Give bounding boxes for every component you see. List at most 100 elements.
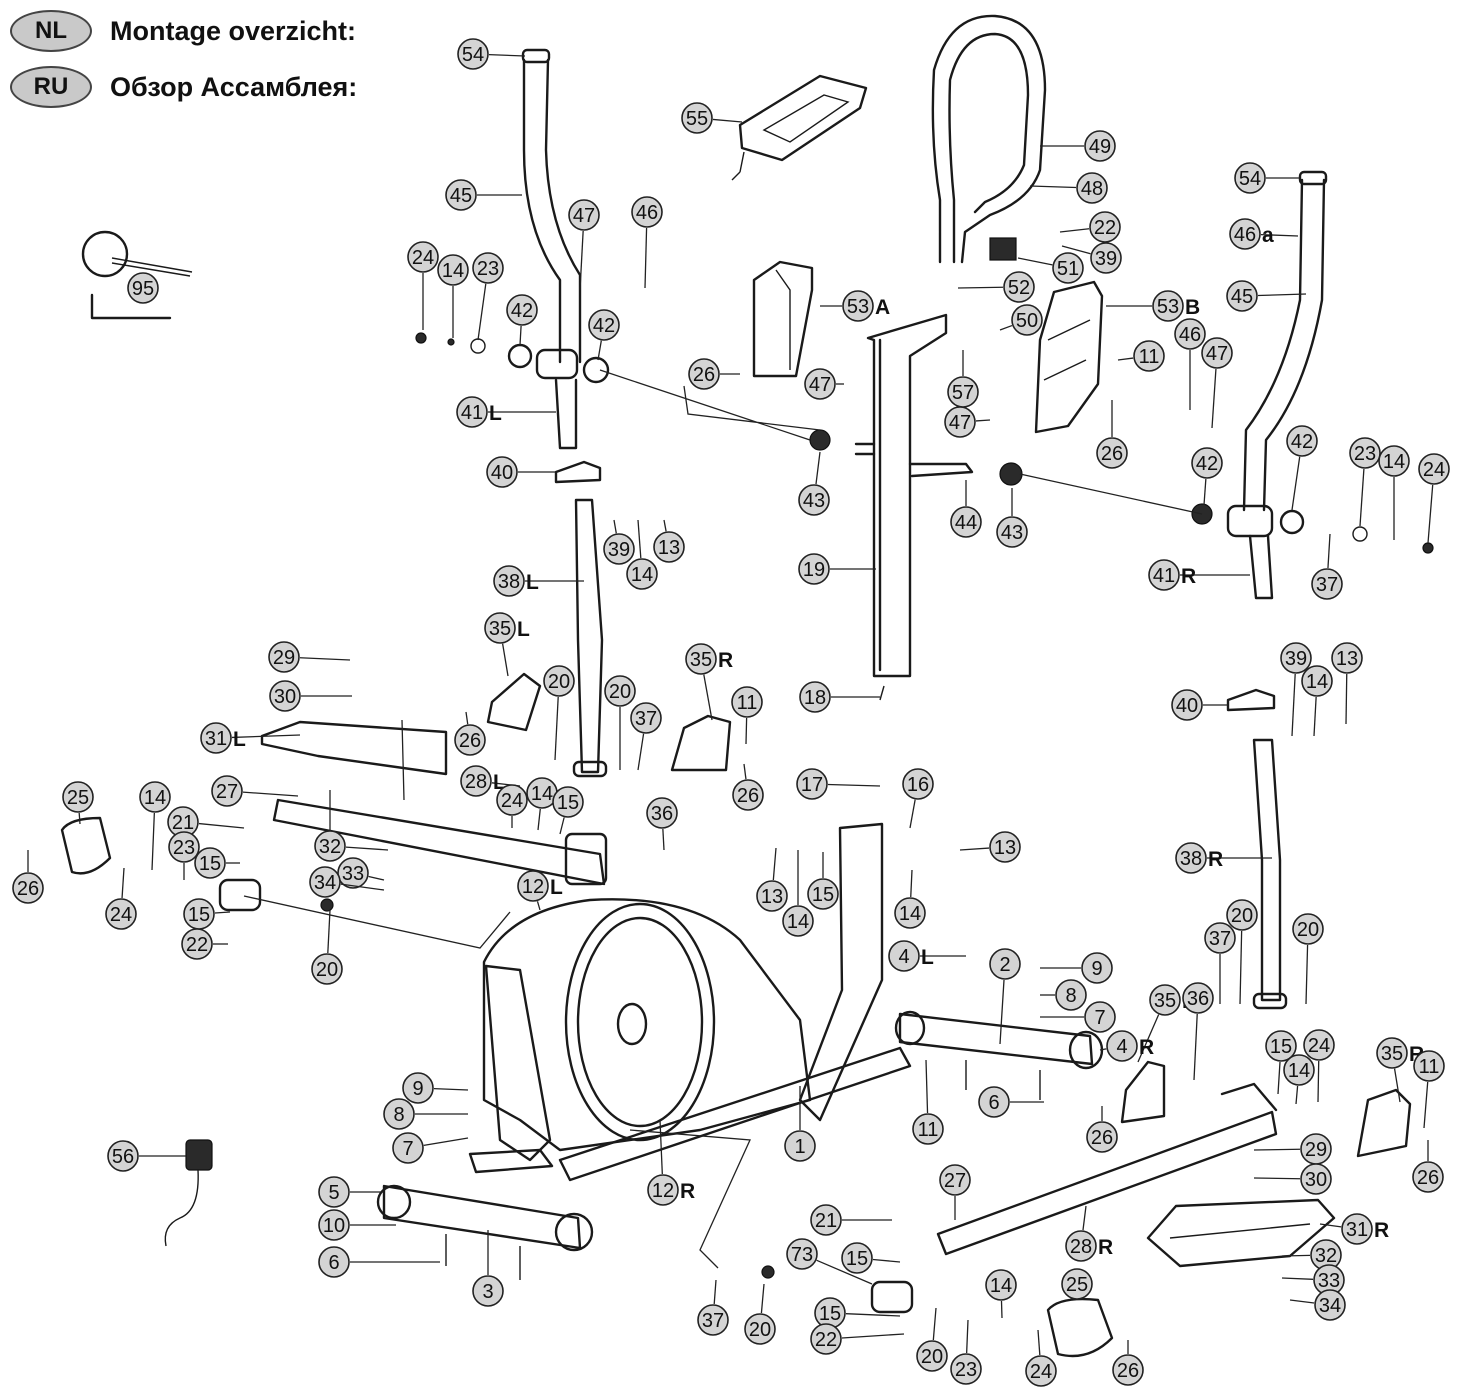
leader-line [1253,1177,1301,1180]
part-number: 23 [477,258,499,280]
leader-line [559,817,565,835]
part-label-8: 8 [1040,979,1087,1011]
leader-line [423,1137,469,1147]
part-number-circle [1292,913,1324,945]
leader-line [1281,1254,1311,1257]
leader-line [1289,1299,1315,1304]
rollers-drawing [60,816,1114,1358]
part-number-circle [912,1113,944,1145]
part-number-circle [456,396,488,428]
leader-line [1239,930,1243,1005]
part-number-circle [105,898,137,930]
part-number-circle [1052,252,1084,284]
part-number: 15 [557,792,579,814]
part-label-15: 15 [552,786,584,835]
part-label-43: 43 [996,488,1028,548]
part-number: 14 [899,903,921,925]
part-number: 13 [1336,648,1358,670]
part-number-circle [786,1238,818,1270]
part-number-circle [1201,337,1233,369]
part-number: 41 [461,402,483,424]
leader-line [910,869,913,898]
left-handlebar-drawing [415,48,610,450]
part-number-circle [1280,642,1312,674]
part-number: 4 [1116,1036,1127,1058]
part-label-11: 11 [1117,340,1165,372]
part-label-26: 26 [1112,1340,1144,1386]
part-label-39: 39 [1061,242,1122,274]
part-number-circle [445,179,477,211]
part-number-circle [200,722,232,754]
leader-line [772,847,777,881]
leader-line [644,227,648,289]
part-number-circle [1265,1030,1297,1062]
part-number: 24 [501,790,523,812]
part-number-circle [1376,1037,1408,1069]
part-label-20: 20 [604,675,636,770]
part-number-circle [12,872,44,904]
part-suffix: R [680,1180,695,1203]
part-number: 26 [1101,443,1123,465]
part-label-33: 33 [337,857,385,889]
part-number-circle [888,940,920,972]
part-number: 15 [846,1248,868,1270]
part-number-circle [1303,1029,1335,1061]
part-number: 14 [990,1275,1012,1297]
part-number: 7 [1094,1007,1105,1029]
leader-line [1427,484,1434,544]
part-number-circle [1378,445,1410,477]
part-number-circle [1055,979,1087,1011]
part-number-circle [486,456,518,488]
leader-line [368,875,385,881]
part-number-circle [496,784,528,816]
part-label-29: 29 [268,641,351,673]
part-number-circle [798,553,830,585]
part-label-46: 46 [1174,318,1206,410]
leader-line [815,451,821,485]
part-number-circle [268,641,300,673]
part-number: 40 [1176,695,1198,717]
part-number: 11 [1139,346,1160,368]
part-number: 24 [412,247,434,269]
leader-line [872,1258,901,1263]
part-number-circle [731,686,763,718]
part-number: 30 [1305,1169,1327,1191]
part-number: 26 [17,878,39,900]
leader-line [1211,368,1217,429]
part-number: 23 [173,837,195,859]
part-number: 15 [1270,1036,1292,1058]
part-number-circle [916,1340,948,1372]
leader-line [1393,1068,1401,1103]
part-label-50: 50 [999,304,1043,336]
part-number: 35 [489,618,511,640]
part-label-22: 22 [181,928,228,960]
leader-line [1319,1223,1342,1228]
part-label-14: 14 [139,781,171,871]
leader-line [637,733,645,771]
part-number: 34 [314,872,336,894]
part-number-circle [506,294,538,326]
leader-line [1295,1085,1299,1105]
part-label-52: 52 [957,271,1035,303]
pedals-drawing [260,720,1336,1268]
part-number-circle [603,533,635,565]
leader-line [959,847,990,851]
part-label-14: 14 [1378,445,1410,540]
part-label-51: 51 [1017,252,1084,284]
part-number: 39 [1285,648,1307,670]
part-number: 49 [1089,136,1111,158]
part-label-24: 24 [407,241,439,330]
part-number: 14 [1383,451,1405,473]
part-number: 8 [1065,985,1076,1007]
part-label-10: 10 [318,1209,396,1241]
part-number: 15 [188,904,210,926]
part-number: 14 [442,260,464,282]
part-number: 42 [1196,453,1218,475]
part-number-circle [484,612,516,644]
part-label-30: 30 [1253,1163,1332,1195]
part-number-circle [685,643,717,675]
